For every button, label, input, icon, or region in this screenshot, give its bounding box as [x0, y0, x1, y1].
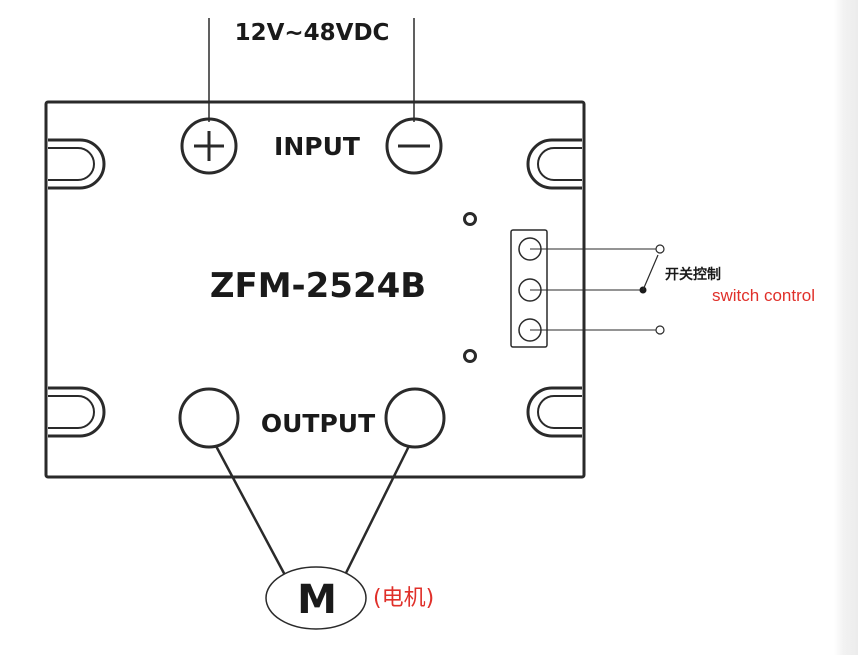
input-label: INPUT	[274, 132, 360, 161]
indicator-hole-bottom	[463, 349, 477, 363]
motor-wire-left	[214, 445, 288, 578]
positive-terminal	[180, 117, 238, 175]
output-label: OUTPUT	[261, 409, 375, 438]
negative-terminal	[385, 117, 443, 175]
supply-voltage-label: 12V~48VDC	[235, 20, 390, 46]
motor-wire-right	[342, 445, 411, 578]
motor-letter: M	[297, 577, 337, 623]
indicator-hole-top	[463, 212, 477, 226]
output-terminal-left	[178, 387, 240, 449]
plus-icon	[194, 131, 224, 161]
switch-contact-top	[655, 244, 665, 254]
switch-label-en: switch control	[712, 286, 815, 305]
switch-lever	[642, 254, 659, 291]
motor-symbol	[265, 566, 367, 630]
page-edge-shadow	[834, 0, 858, 655]
output-terminal-right	[384, 387, 446, 449]
model-name: ZFM-2524B	[210, 266, 426, 306]
mounting-slot-bottom-left	[48, 386, 106, 438]
switch-contact-bottom	[655, 325, 665, 335]
switch-connector	[510, 229, 548, 348]
mounting-slot-top-left	[48, 138, 106, 190]
mounting-slot-bottom-right	[526, 386, 582, 438]
switch-label-cn: 开关控制	[665, 266, 721, 283]
mounting-slot-top-right	[526, 138, 582, 190]
motor-note: (电机)	[373, 586, 434, 611]
